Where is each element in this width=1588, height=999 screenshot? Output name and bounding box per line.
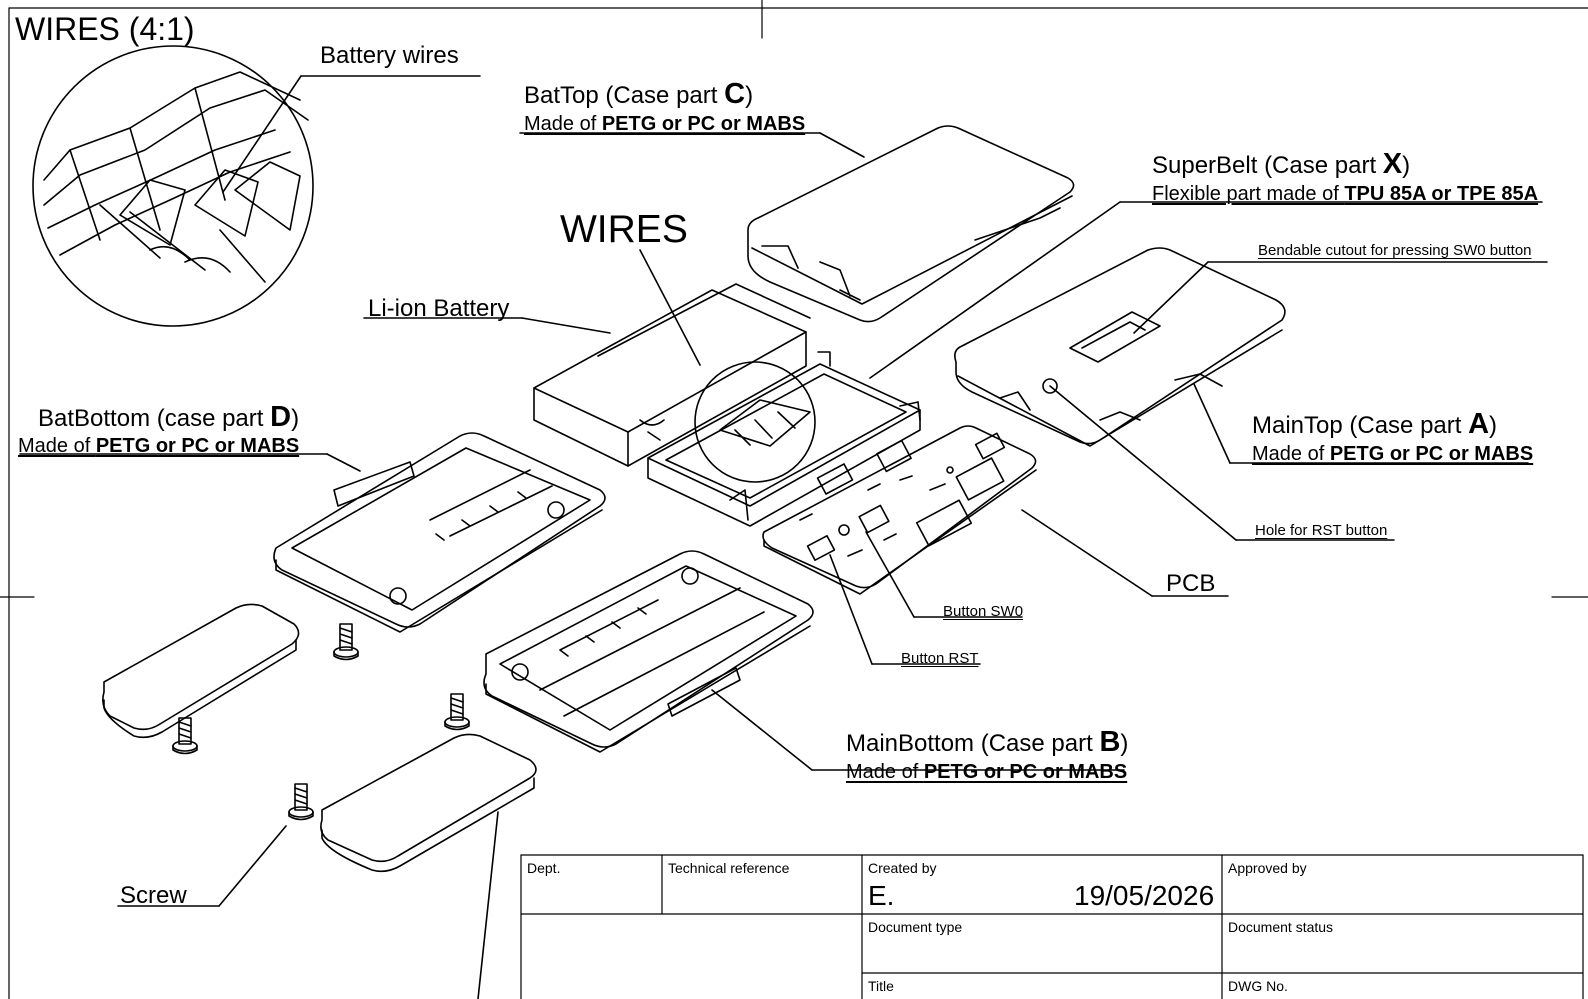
superbelt-material: Flexible part made of TPU 85A or TPE 85A bbox=[1152, 183, 1539, 205]
dwg-no-label: DWG No. bbox=[1228, 978, 1288, 994]
pcb bbox=[762, 425, 1229, 665]
superbelt-case-part bbox=[639, 201, 1543, 527]
cutout-callout: Bendable cutout for pressing SW0 button bbox=[1258, 242, 1532, 259]
battery-callout: Li-ion Battery bbox=[368, 295, 510, 322]
maintop-case-part bbox=[954, 247, 1548, 541]
batbottom-case-part bbox=[19, 432, 606, 633]
rst-hole-callout: Hole for RST button bbox=[1255, 522, 1388, 539]
screw-callout: Screw bbox=[120, 882, 187, 909]
button-sw0-callout: Button SW0 bbox=[943, 603, 1024, 620]
pcb-callout: PCB bbox=[1166, 570, 1216, 597]
batbottom-material: Made of PETG or PC or MABS bbox=[18, 435, 300, 457]
mainbottom-case-part bbox=[483, 550, 1125, 771]
wires-detail-marker bbox=[694, 361, 816, 483]
batbottom-title: BatBottom (case part D) bbox=[38, 401, 300, 433]
battop-title: BatTop (Case part C) bbox=[524, 78, 754, 110]
mainbottom-title: MainBottom (Case part B) bbox=[846, 726, 1129, 758]
battery-cover-right bbox=[320, 733, 537, 999]
title-label: Title bbox=[868, 978, 894, 994]
wire-connector bbox=[719, 399, 811, 447]
battop-case-part bbox=[519, 125, 1075, 323]
created-by-label: Created by bbox=[868, 860, 937, 876]
liion-battery bbox=[363, 283, 811, 467]
screws bbox=[117, 623, 470, 907]
maintop-material: Made of PETG or PC or MABS bbox=[1252, 443, 1534, 465]
document-status-label: Document status bbox=[1228, 919, 1334, 935]
document-type-label: Document type bbox=[868, 919, 963, 935]
mainbottom-material: Made of PETG or PC or MABS bbox=[846, 761, 1128, 783]
battery-wires-label: Battery wires bbox=[320, 42, 459, 69]
battery-cover-left bbox=[102, 603, 300, 739]
superbelt-title: SuperBelt (Case part X) bbox=[1152, 148, 1411, 180]
dept-label: Dept. bbox=[527, 860, 561, 876]
approved-by-label: Approved by bbox=[1228, 860, 1307, 876]
technical-reference-label: Technical reference bbox=[668, 860, 790, 876]
title-block-grid bbox=[520, 854, 1584, 999]
wires-detail-view bbox=[32, 45, 481, 327]
wires-label: WIRES bbox=[560, 208, 688, 251]
created-by-value: E. bbox=[868, 880, 895, 911]
battop-material: Made of PETG or PC or MABS bbox=[524, 113, 806, 135]
button-rst-callout: Button RST bbox=[901, 650, 979, 667]
creation-date: 19/05/2026 bbox=[1074, 880, 1215, 911]
maintop-title: MainTop (Case part A) bbox=[1252, 408, 1498, 440]
detail-view-title: WIRES (4:1) bbox=[15, 11, 195, 47]
